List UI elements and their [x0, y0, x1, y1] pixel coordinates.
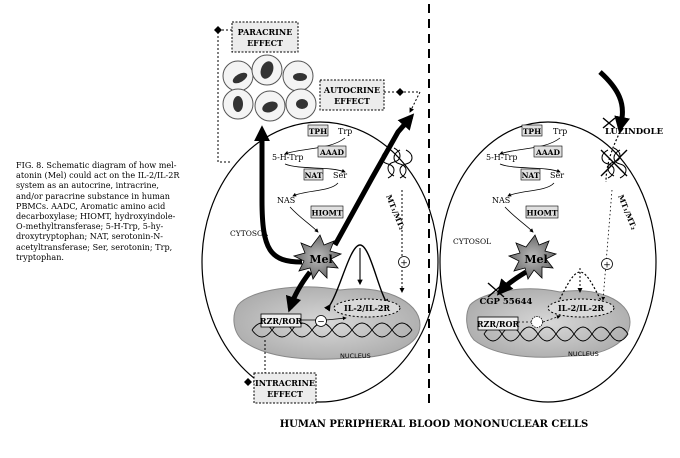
caption-line: tryptophan.: [16, 251, 65, 262]
trp-label: Trp: [338, 127, 352, 136]
il2-il2r-oval: [547, 298, 615, 318]
minus-sign: −: [317, 318, 325, 328]
autocrine-connector: [384, 91, 421, 113]
nas-label: NAS: [492, 196, 510, 205]
cytosol-label: CYTOSOL: [230, 229, 268, 238]
neighbor-cells: [222, 54, 317, 122]
nas-label: NAS: [277, 196, 295, 205]
left-cell-membrane: [201, 121, 439, 403]
hiomt-label: HIOMT: [526, 209, 557, 218]
minus-marker: [315, 315, 327, 327]
intracrine-effect-label: EFFECT: [267, 389, 303, 399]
il2-il2r-label: IL-2/IL-2R: [558, 303, 604, 313]
rzr-ror-box: [477, 316, 519, 331]
right-mt-receptor: MT₁/MT₂: [600, 147, 638, 231]
nucleus-label: NUCLEUS: [568, 350, 599, 358]
intracrine-diamond: [244, 378, 252, 386]
autocrine-effect-label: EFFECT: [334, 96, 370, 106]
intracrine-arrow: [285, 270, 312, 313]
caption-line: FIG. 8. Schematic diagram of how mel-: [16, 160, 177, 170]
mt1-mt2-label: MT₁/MT₂: [616, 193, 638, 231]
luzindole-label: LUZINDOLE: [605, 127, 664, 137]
caption-line: PBMCs. AADC, Aromatic amino acid: [16, 200, 166, 211]
left-melatonin: Mel: [292, 234, 343, 280]
paracrine-arrow: [253, 125, 303, 265]
plus-marker: [601, 258, 613, 270]
autocrine-effect-box: AUTOCRINE EFFECT: [319, 79, 385, 111]
plus-sign: +: [603, 261, 611, 271]
autocrine-diamond: [396, 88, 404, 96]
tph-label: TPH: [309, 127, 327, 136]
5-h-trp-label: 5-H-Trp: [486, 153, 517, 162]
figure-caption: FIG. 8. Schematic diagram of how mel- at…: [16, 160, 196, 262]
mel-label: Mel: [524, 253, 547, 266]
rzr-signal-arrow: [301, 318, 346, 320]
left-synthesis-pathway: TPH Trp AAAD 5-H-Trp NAT Ser NAS HIOMT: [272, 124, 352, 233]
right-melatonin: Mel: [507, 234, 558, 280]
paracrine-effect-box: PARACRINE EFFECT: [231, 21, 299, 53]
aaad-label: AAAD: [319, 148, 344, 157]
plus-marker: [398, 256, 410, 268]
mel-label: Mel: [309, 253, 332, 266]
nucleus-label: NUCLEUS: [340, 352, 371, 360]
caption-line: O-methyltransferase; 5-H-Trp, 5-hy-: [16, 221, 164, 232]
intracrine-effect-box: INTRACRINE EFFECT: [253, 372, 317, 404]
rzr-ror-label: RZR/ROR: [477, 319, 520, 329]
right-cell: TPH Trp AAAD 5-H-Trp NAT Ser NAS HIOMT C…: [439, 70, 664, 403]
il2-il2r-oval: [333, 298, 401, 318]
il2-induction-curve: [323, 244, 389, 312]
external-melatonin-arrow: [598, 70, 631, 133]
footer-title: HUMAN PERIPHERAL BLOOD MONONUCLEAR CELLS: [280, 419, 589, 430]
mt-signal-arrow: [601, 189, 613, 301]
cgp-55644-label: CGP 55644: [480, 297, 533, 307]
rzr-ror-label: RZR/ROR: [260, 316, 303, 326]
nat-label: NAT: [522, 171, 540, 180]
ser-label: Ser: [550, 171, 564, 180]
trp-label: Trp: [553, 127, 567, 136]
cgp-block-icon: [487, 282, 505, 298]
5-h-trp-label: 5-H-Trp: [272, 153, 303, 162]
tph-label: TPH: [523, 127, 541, 136]
paracrine-connector: [217, 29, 232, 163]
nat-label: NAT: [305, 171, 323, 180]
caption-line: system as an autocrine, intracrine,: [16, 180, 159, 191]
autocrine-arrow: [332, 113, 415, 247]
caption-line: atonin (Mel) could act on the IL-2/IL-2R: [16, 170, 180, 181]
il2-il2r-label: IL-2/IL-2R: [344, 303, 390, 313]
right-cell-membrane: [439, 121, 657, 403]
rzr-signal-arrow: [518, 316, 560, 323]
caption-line: and/or paracrine substance in human: [16, 190, 170, 201]
left-mt-receptor: MT₁/MT₂: [381, 147, 413, 231]
aaad-label: AAAD: [535, 148, 560, 157]
intracrine-arrow: [496, 269, 528, 296]
blocked-path: [605, 131, 621, 183]
rzr-ror-box: [260, 313, 302, 328]
cytosol-label: CYTOSOL: [453, 237, 491, 246]
ser-label: Ser: [333, 171, 347, 180]
left-cell: PARACRINE EFFECT AUTOCRINE EFFECT: [201, 21, 439, 404]
caption-line: droxytryptophan; NAT, serotonin-N-: [16, 231, 164, 242]
plus-sign: +: [400, 259, 408, 269]
autocrine-label: AUTOCRINE: [323, 85, 380, 95]
paracrine-diamond: [214, 26, 222, 34]
luzindole-block-icon: [602, 117, 616, 129]
caption-line: decarboxylase; HIOMT, hydroxyindole-: [16, 211, 176, 222]
hiomt-label: HIOMT: [311, 209, 342, 218]
right-synthesis-pathway: TPH Trp AAAD 5-H-Trp NAT Ser NAS HIOMT: [486, 124, 567, 233]
paracrine-effect-label: EFFECT: [247, 38, 283, 48]
paracrine-label: PARACRINE: [238, 27, 293, 37]
mt1-mt2-label: MT₁/MT₂: [384, 193, 406, 231]
intracrine-label: INTRACRINE: [255, 378, 315, 388]
dotted-marker: [531, 316, 543, 328]
caption-line: acetyltransferase; Ser, serotonin; Trp,: [16, 241, 173, 252]
